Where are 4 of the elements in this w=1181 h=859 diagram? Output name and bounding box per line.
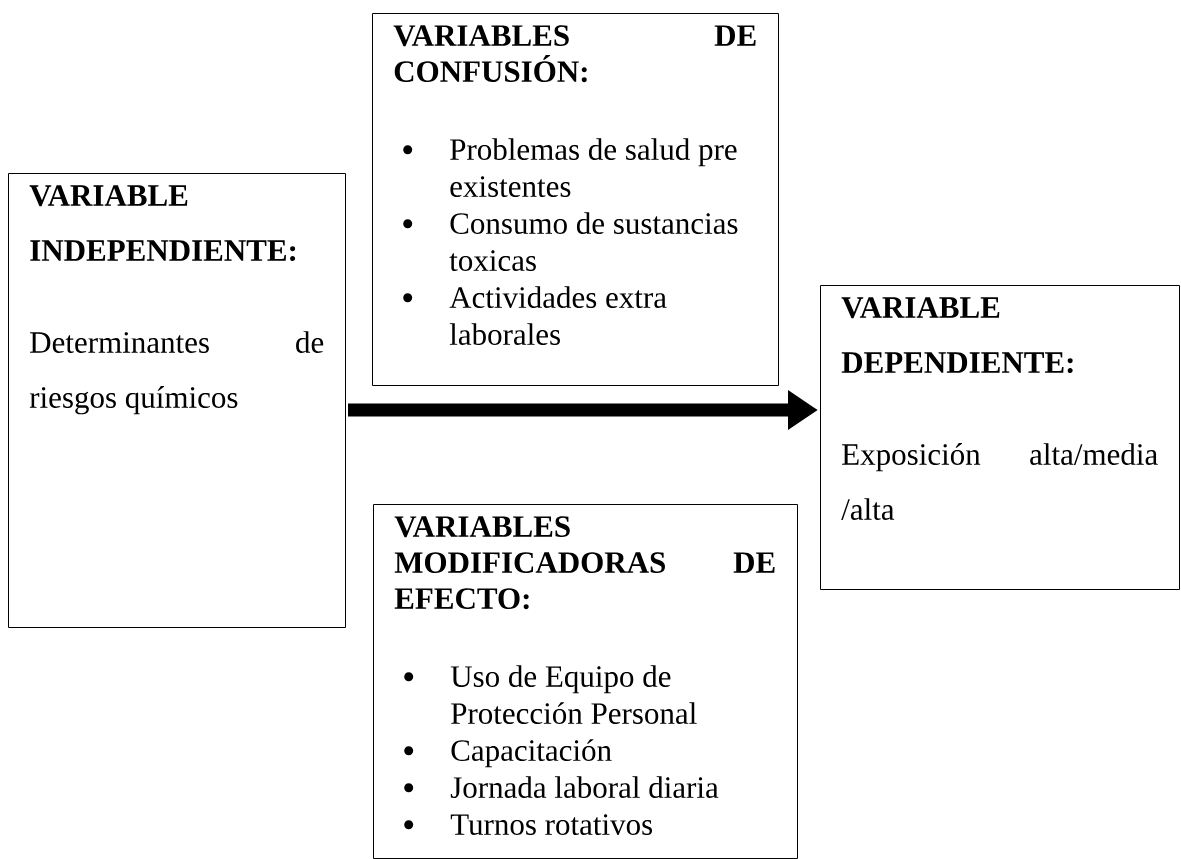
text-box: VARIABLE DEPENDIENTE: Exposición alta/media /alta [820, 285, 1180, 590]
text-box: VARIABLES DE CONFUSIÓN: Problemas de salud pre existentes Consumo de sustancias toxicas Actividades extra laborales [372, 13, 779, 386]
text-box: VARIABLE INDEPENDIENTE: Determinantes de riesgos químicos [8, 173, 346, 628]
text-box: VARIABLES MODIFICADORAS DE EFECTO: Uso de Equipo de Protección Personal Capacitación Jornada laboral diaria Turnos rotativos [373, 504, 798, 859]
